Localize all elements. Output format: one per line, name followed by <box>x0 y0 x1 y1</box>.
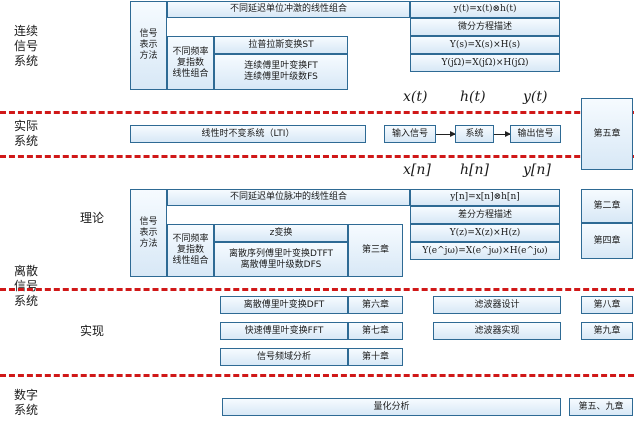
chapter-3-box: 第三章 <box>348 224 403 277</box>
discrete-conv-formula: y[n]=x[n]⊗h[n] <box>410 189 560 206</box>
signal-y-n: y[n] <box>523 162 551 178</box>
diff-eq-box: 微分方程描述 <box>410 18 560 36</box>
theory-label: 理论 <box>80 211 105 225</box>
continuous-conv-formula: y(t)=x(t)⊗h(t) <box>410 1 560 18</box>
quantization-box: 量化分析 <box>222 398 561 416</box>
signal-h-t: h(t) <box>460 89 486 105</box>
divider-2 <box>0 155 634 158</box>
practice-label: 实现 <box>80 324 105 338</box>
dtft-formula: Y(e^jω)=X(e^jω)×H(e^jω) <box>410 242 560 260</box>
chapter-5-box: 第五章 <box>581 98 633 170</box>
arrow-system-output <box>494 131 511 137</box>
chapter-7-box: 第七章 <box>348 322 403 340</box>
continuous-impulse-combo: 不同延迟单位冲激的线性组合 <box>167 1 410 18</box>
system-box: 系统 <box>455 125 494 143</box>
spectrum-analysis-box: 信号频域分析 <box>220 348 348 366</box>
divider-1 <box>0 111 634 114</box>
discrete-signal-repr: 信号 表示 方法 <box>130 189 167 277</box>
chapter-10-box: 第十章 <box>348 348 403 366</box>
discrete-impulse-combo: 不同延迟单位脉冲的线性组合 <box>167 189 410 206</box>
fourier-box: 连续傅里叶变换FT 连续傅里叶级数FS <box>214 54 348 90</box>
lti-box: 线性时不变系统（LTI） <box>130 125 366 143</box>
chapter-6-box: 第六章 <box>348 296 403 314</box>
chapter-2-box: 第二章 <box>581 189 633 223</box>
dft-box: 离散傅里叶变换DFT <box>220 296 348 314</box>
signal-x-n: x[n] <box>403 162 431 178</box>
divider-3 <box>0 288 634 291</box>
divider-4 <box>0 374 634 377</box>
continuous-freq-combo: 不同频率 复指数 线性组合 <box>167 36 214 90</box>
z-formula: Y(z)=X(z)×H(z) <box>410 224 560 242</box>
signal-x-t: x(t) <box>403 89 428 105</box>
signal-y-t: y(t) <box>523 89 548 105</box>
output-signal-box: 输出信号 <box>510 125 561 143</box>
fft-box: 快速傅里叶变换FFT <box>220 322 348 340</box>
laplace-box: 拉普拉斯变换ST <box>214 36 348 54</box>
chapter-5-9-box: 第五、九章 <box>569 398 633 416</box>
arrow-input-system <box>436 131 456 137</box>
discrete-diff-eq: 差分方程描述 <box>410 206 560 224</box>
chapter-8-box: 第八章 <box>581 296 633 314</box>
chapter-9-box: 第九章 <box>581 322 633 340</box>
filter-impl-box: 滤波器实现 <box>433 322 561 340</box>
discrete-freq-combo: 不同频率 复指数 线性组合 <box>167 224 214 277</box>
continuous-signal-repr: 信号 表示 方法 <box>130 1 167 90</box>
continuous-section-label: 连续 信号 系统 <box>14 24 39 68</box>
discrete-section-label: 离散 信号 系统 <box>14 264 39 308</box>
laplace-formula: Y(s)=X(s)×H(s) <box>410 36 560 54</box>
signal-h-n: h[n] <box>460 162 489 178</box>
filter-design-box: 滤波器设计 <box>433 296 561 314</box>
z-transform-box: z变换 <box>214 224 348 242</box>
dtft-box: 离散序列傅里叶变换DTFT 离散傅里叶级数DFS <box>214 242 348 277</box>
chapter-4-box: 第四章 <box>581 223 633 259</box>
fourier-formula: Y(jΩ)=X(jΩ)×H(jΩ) <box>410 54 560 72</box>
actual-section-label: 实际 系统 <box>14 119 39 148</box>
input-signal-box: 输入信号 <box>384 125 436 143</box>
digital-section-label: 数字 系统 <box>14 388 39 417</box>
